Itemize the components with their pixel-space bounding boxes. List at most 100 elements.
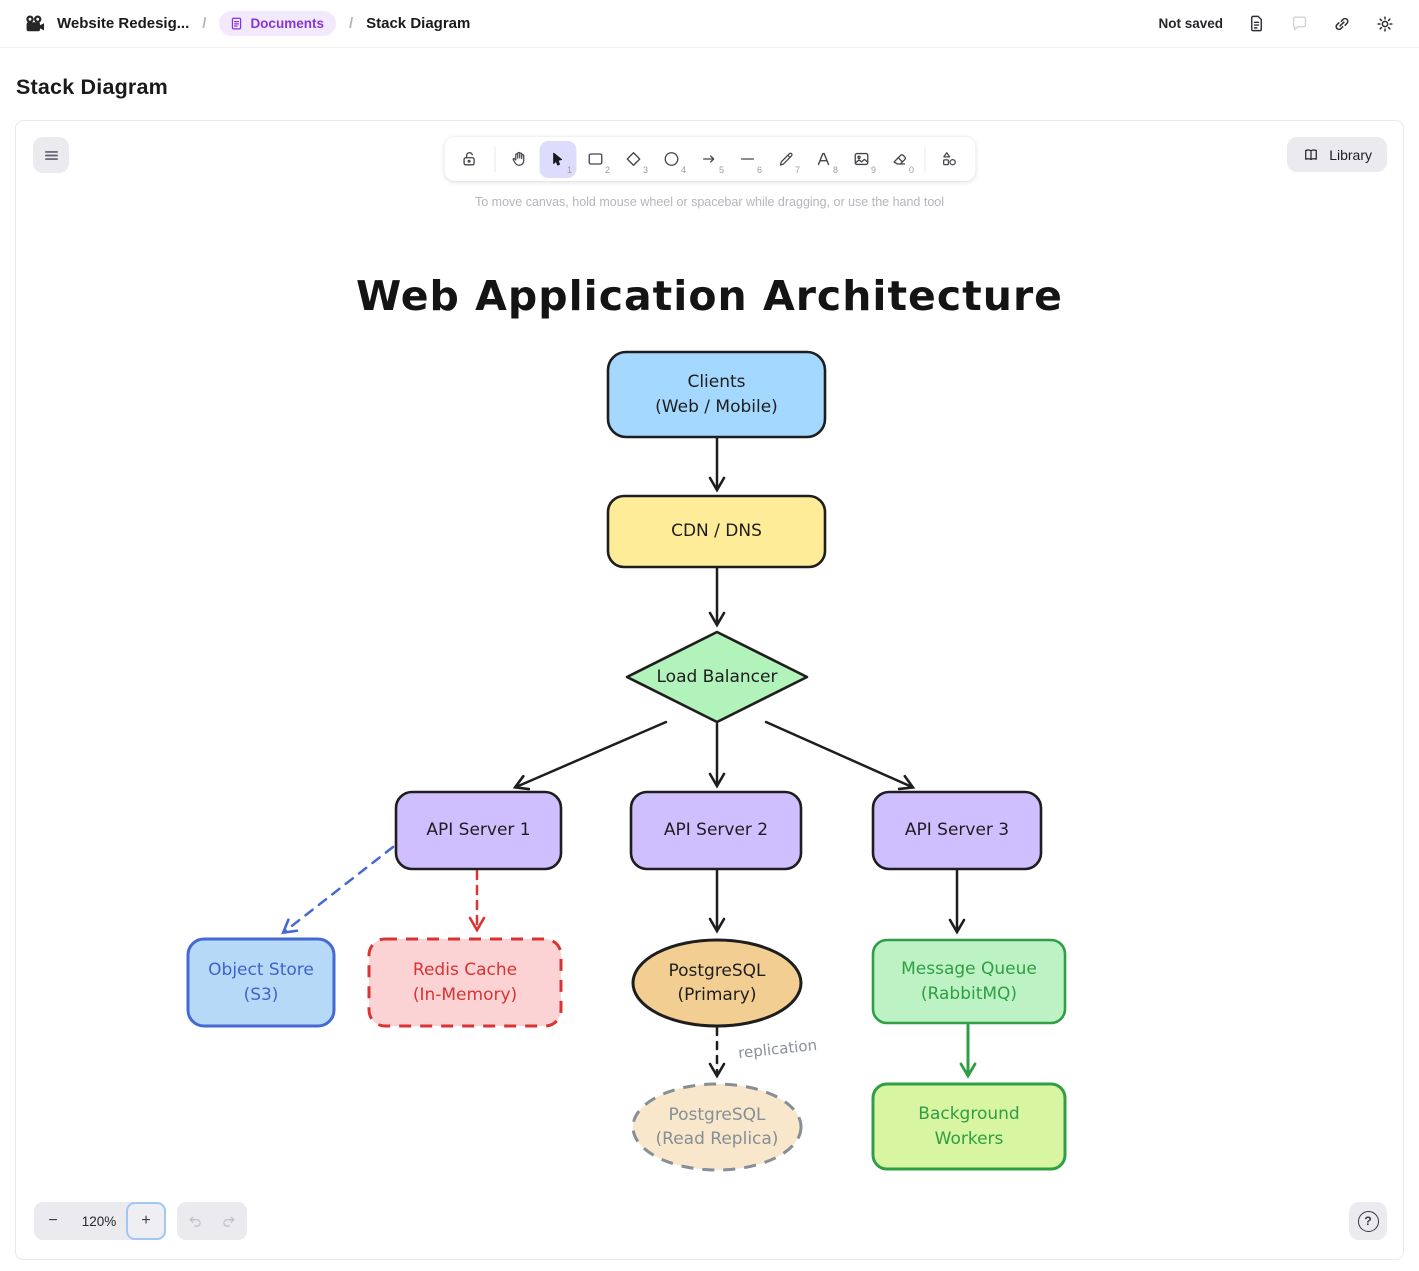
shape-postgres-primary[interactable]: [631, 938, 803, 1028]
question-mark-icon: ?: [1357, 1210, 1379, 1232]
node-background-workers[interactable]: Background Workers: [873, 1084, 1065, 1169]
tool-arrow[interactable]: 5: [691, 141, 728, 178]
menu-button[interactable]: [33, 137, 69, 173]
tool-ellipse[interactable]: 4: [653, 141, 690, 178]
help-button[interactable]: ?: [1349, 1202, 1387, 1240]
history-controls: [177, 1202, 247, 1240]
line-icon: [741, 158, 754, 160]
node-label: CDN / DNS: [671, 521, 762, 542]
tool-more-shapes[interactable]: [931, 141, 968, 178]
node-label: API Server 2: [663, 820, 769, 841]
node-load-balancer[interactable]: Load Balancer: [627, 632, 807, 722]
hamburger-icon: [44, 150, 58, 160]
diagram-title[interactable]: Web Application Architecture: [355, 272, 1063, 320]
shape-cdn[interactable]: [606, 494, 827, 569]
ellipse-icon: [664, 152, 679, 166]
zoom-out-button[interactable]: −: [34, 1202, 72, 1240]
node-label: PostgreSQL: [668, 960, 766, 981]
document-icon: [232, 17, 242, 30]
tool-line[interactable]: 6: [729, 141, 766, 178]
library-button[interactable]: Library: [1287, 137, 1387, 172]
book-icon: [1305, 148, 1318, 160]
shape-api1[interactable]: [394, 790, 563, 871]
node-object-store[interactable]: Object Store (S3): [188, 939, 334, 1026]
tool-text[interactable]: 8: [805, 141, 842, 178]
unlock-icon: [463, 152, 475, 166]
node-api-server-2[interactable]: API Server 2: [631, 792, 801, 869]
shape-api3[interactable]: [871, 790, 1043, 871]
node-label: Workers: [934, 1128, 1004, 1149]
app-logo-icon[interactable]: [22, 12, 46, 36]
node-label: (RabbitMQ): [920, 983, 1018, 1004]
diamond-icon: [626, 152, 641, 166]
redo-button[interactable]: [214, 1207, 243, 1236]
breadcrumb-separator: /: [202, 15, 207, 32]
node-label: Redis Cache: [412, 960, 518, 981]
shapes-icon: [943, 152, 956, 166]
node-label: Object Store: [208, 960, 314, 981]
cursor-icon: [552, 152, 562, 166]
shape-clients[interactable]: [606, 350, 827, 439]
image-icon: [854, 152, 869, 166]
document-panel-button[interactable]: [1246, 14, 1266, 34]
toolbar-divider: [924, 146, 925, 172]
shape-redis[interactable]: [367, 937, 563, 1028]
node-label: Background: [918, 1104, 1020, 1125]
node-label: (S3): [243, 984, 279, 1005]
rectangle-icon: [588, 153, 603, 165]
tool-hand[interactable]: [501, 141, 538, 178]
settings-button[interactable]: [1375, 14, 1395, 34]
share-link-button[interactable]: [1332, 14, 1352, 34]
eraser-icon: [893, 154, 907, 165]
tool-draw[interactable]: 7: [767, 141, 804, 178]
shape-message-queue[interactable]: [871, 938, 1067, 1025]
node-label: (Read Replica): [655, 1129, 779, 1149]
whiteboard-canvas: 1 2 3 4 5: [15, 120, 1404, 1260]
page-title: Stack Diagram: [16, 75, 168, 99]
node-message-queue[interactable]: Message Queue (RabbitMQ): [873, 940, 1065, 1023]
shape-api2[interactable]: [629, 790, 803, 871]
save-status: Not saved: [1158, 16, 1223, 31]
node-label: (Primary): [677, 985, 757, 1005]
text-icon: [817, 152, 830, 166]
breadcrumb-project[interactable]: Website Redesig...: [57, 15, 190, 32]
toolbar-divider: [494, 146, 495, 172]
node-label: Message Queue: [901, 959, 1037, 980]
node-label: PostgreSQL: [668, 1104, 766, 1125]
shape-object-store[interactable]: [186, 937, 336, 1028]
node-label: Load Balancer: [656, 666, 778, 687]
redo-icon: [223, 1216, 235, 1227]
diagram-shapes: [186, 350, 1067, 1172]
comments-button[interactable]: [1289, 14, 1309, 34]
undo-icon: [189, 1216, 201, 1227]
node-api-server-3[interactable]: API Server 3: [873, 792, 1041, 869]
node-redis-cache[interactable]: Redis Cache (In-Memory): [369, 939, 561, 1026]
zoom-in-button[interactable]: +: [126, 1202, 166, 1240]
tool-palette: 1 2 3 4 5: [444, 137, 975, 181]
node-postgres-primary[interactable]: PostgreSQL (Primary): [633, 940, 801, 1026]
node-cdn[interactable]: CDN / DNS: [608, 496, 825, 567]
tool-image[interactable]: 9: [843, 141, 880, 178]
link-icon: [1335, 17, 1349, 30]
edge-loadbalancer-api3[interactable]: [764, 720, 916, 791]
edge-loadbalancer-api1[interactable]: [512, 720, 668, 791]
tool-eraser[interactable]: 0: [881, 141, 918, 178]
node-api-server-1[interactable]: API Server 1: [396, 792, 561, 869]
shape-postgres-replica[interactable]: [631, 1082, 803, 1172]
node-postgres-replica[interactable]: PostgreSQL (Read Replica): [633, 1084, 801, 1170]
node-label: API Server 3: [904, 820, 1010, 841]
tool-diamond[interactable]: 3: [615, 141, 652, 178]
shape-load-balancer[interactable]: [625, 630, 809, 724]
breadcrumb-documents-label: Documents: [250, 16, 324, 31]
topbar-actions: Not saved: [1158, 14, 1395, 34]
edge-api1-objectstore[interactable]: [281, 845, 395, 935]
tool-lock[interactable]: [451, 141, 488, 178]
undo-button[interactable]: [181, 1207, 210, 1236]
breadcrumb-documents[interactable]: Documents: [219, 11, 336, 36]
tool-selection[interactable]: 1: [539, 140, 576, 178]
tool-rectangle[interactable]: 2: [577, 141, 614, 178]
shape-background-workers[interactable]: [871, 1082, 1067, 1171]
top-bar: Website Redesig... / Documents / Stack D…: [0, 0, 1419, 48]
node-clients[interactable]: Clients (Web / Mobile): [608, 352, 825, 437]
zoom-level[interactable]: 120%: [81, 1213, 117, 1229]
